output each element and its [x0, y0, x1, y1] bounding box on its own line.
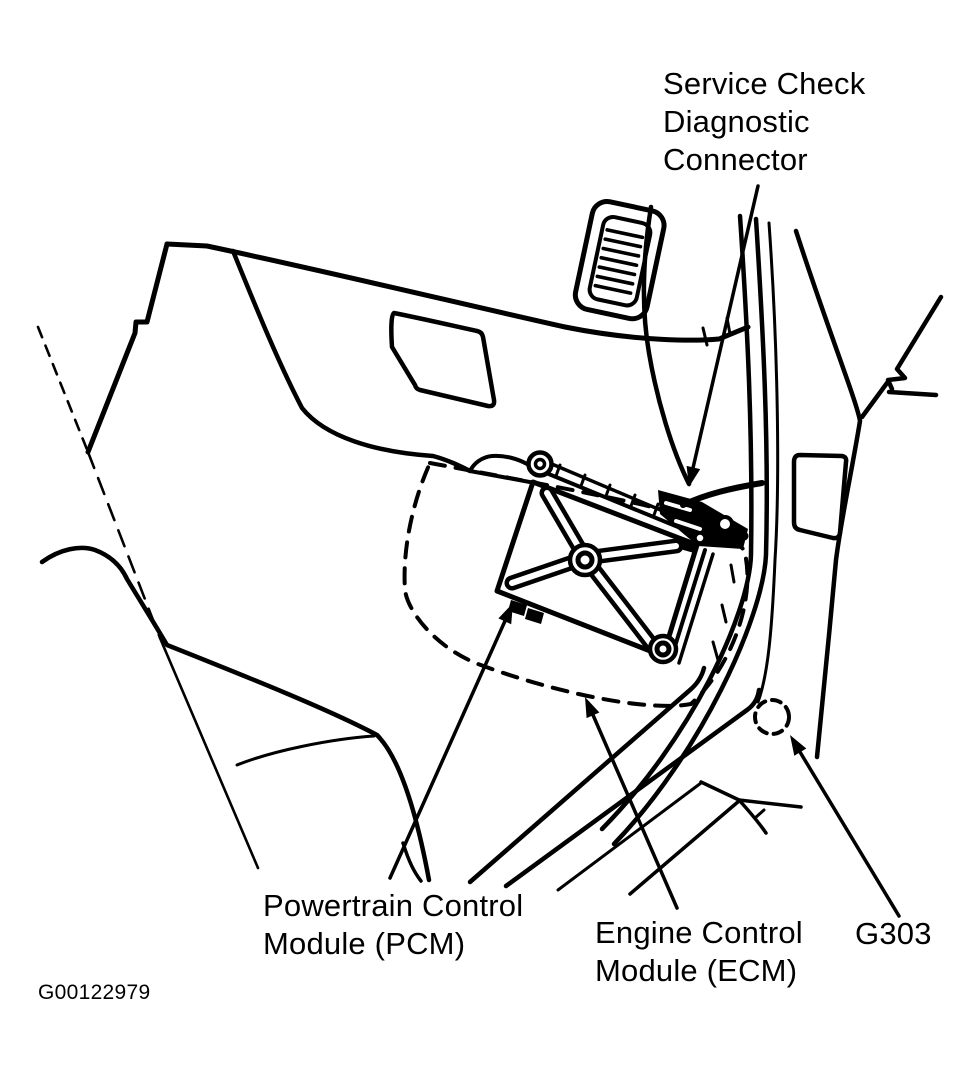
top-left-bolt — [526, 450, 554, 478]
ecm-leader-arrow — [585, 697, 679, 910]
ecm-module-drawing — [468, 450, 765, 665]
leader-arrows — [388, 184, 901, 918]
label-line: Service Check — [663, 66, 866, 101]
label-line: G303 — [855, 916, 932, 951]
label-line: Powertrain Control — [263, 888, 524, 923]
door-pocket-outline — [791, 452, 849, 541]
diagnostic-connector-drawing — [658, 480, 765, 553]
pcm-leader-arrow — [388, 603, 513, 880]
a-pillar-and-door-lines — [599, 213, 944, 847]
dashboard-lines — [85, 199, 751, 487]
figure-code: G00122979 — [38, 981, 151, 1004]
floor-and-footwell-lines — [36, 325, 803, 896]
bottom-right-bolt — [647, 633, 679, 665]
label-line: Module (PCM) — [263, 926, 466, 961]
label-service-check-diagnostic-connector: Service Check Diagnostic Connector — [663, 65, 865, 179]
label-g303-ground: G303 — [855, 915, 932, 953]
defroster-vent — [572, 199, 667, 322]
x-bracket — [504, 485, 684, 653]
service-connector-leader-arrow — [686, 184, 760, 487]
g303-leader-arrow — [790, 735, 901, 918]
label-line: Engine Control — [595, 915, 803, 950]
glovebox-sticker-outline — [389, 310, 497, 409]
label-engine-control-module: Engine Control Module (ECM) — [595, 914, 803, 990]
label-line: Module (ECM) — [595, 953, 798, 988]
ecm-cover-dashed-outline — [402, 461, 750, 708]
label-powertrain-control-module: Powertrain Control Module (PCM) — [263, 887, 523, 963]
label-line: Connector — [663, 142, 808, 177]
g303-ground-circle — [753, 698, 791, 736]
label-line: Diagnostic — [663, 104, 810, 139]
center-bolt — [567, 542, 603, 578]
